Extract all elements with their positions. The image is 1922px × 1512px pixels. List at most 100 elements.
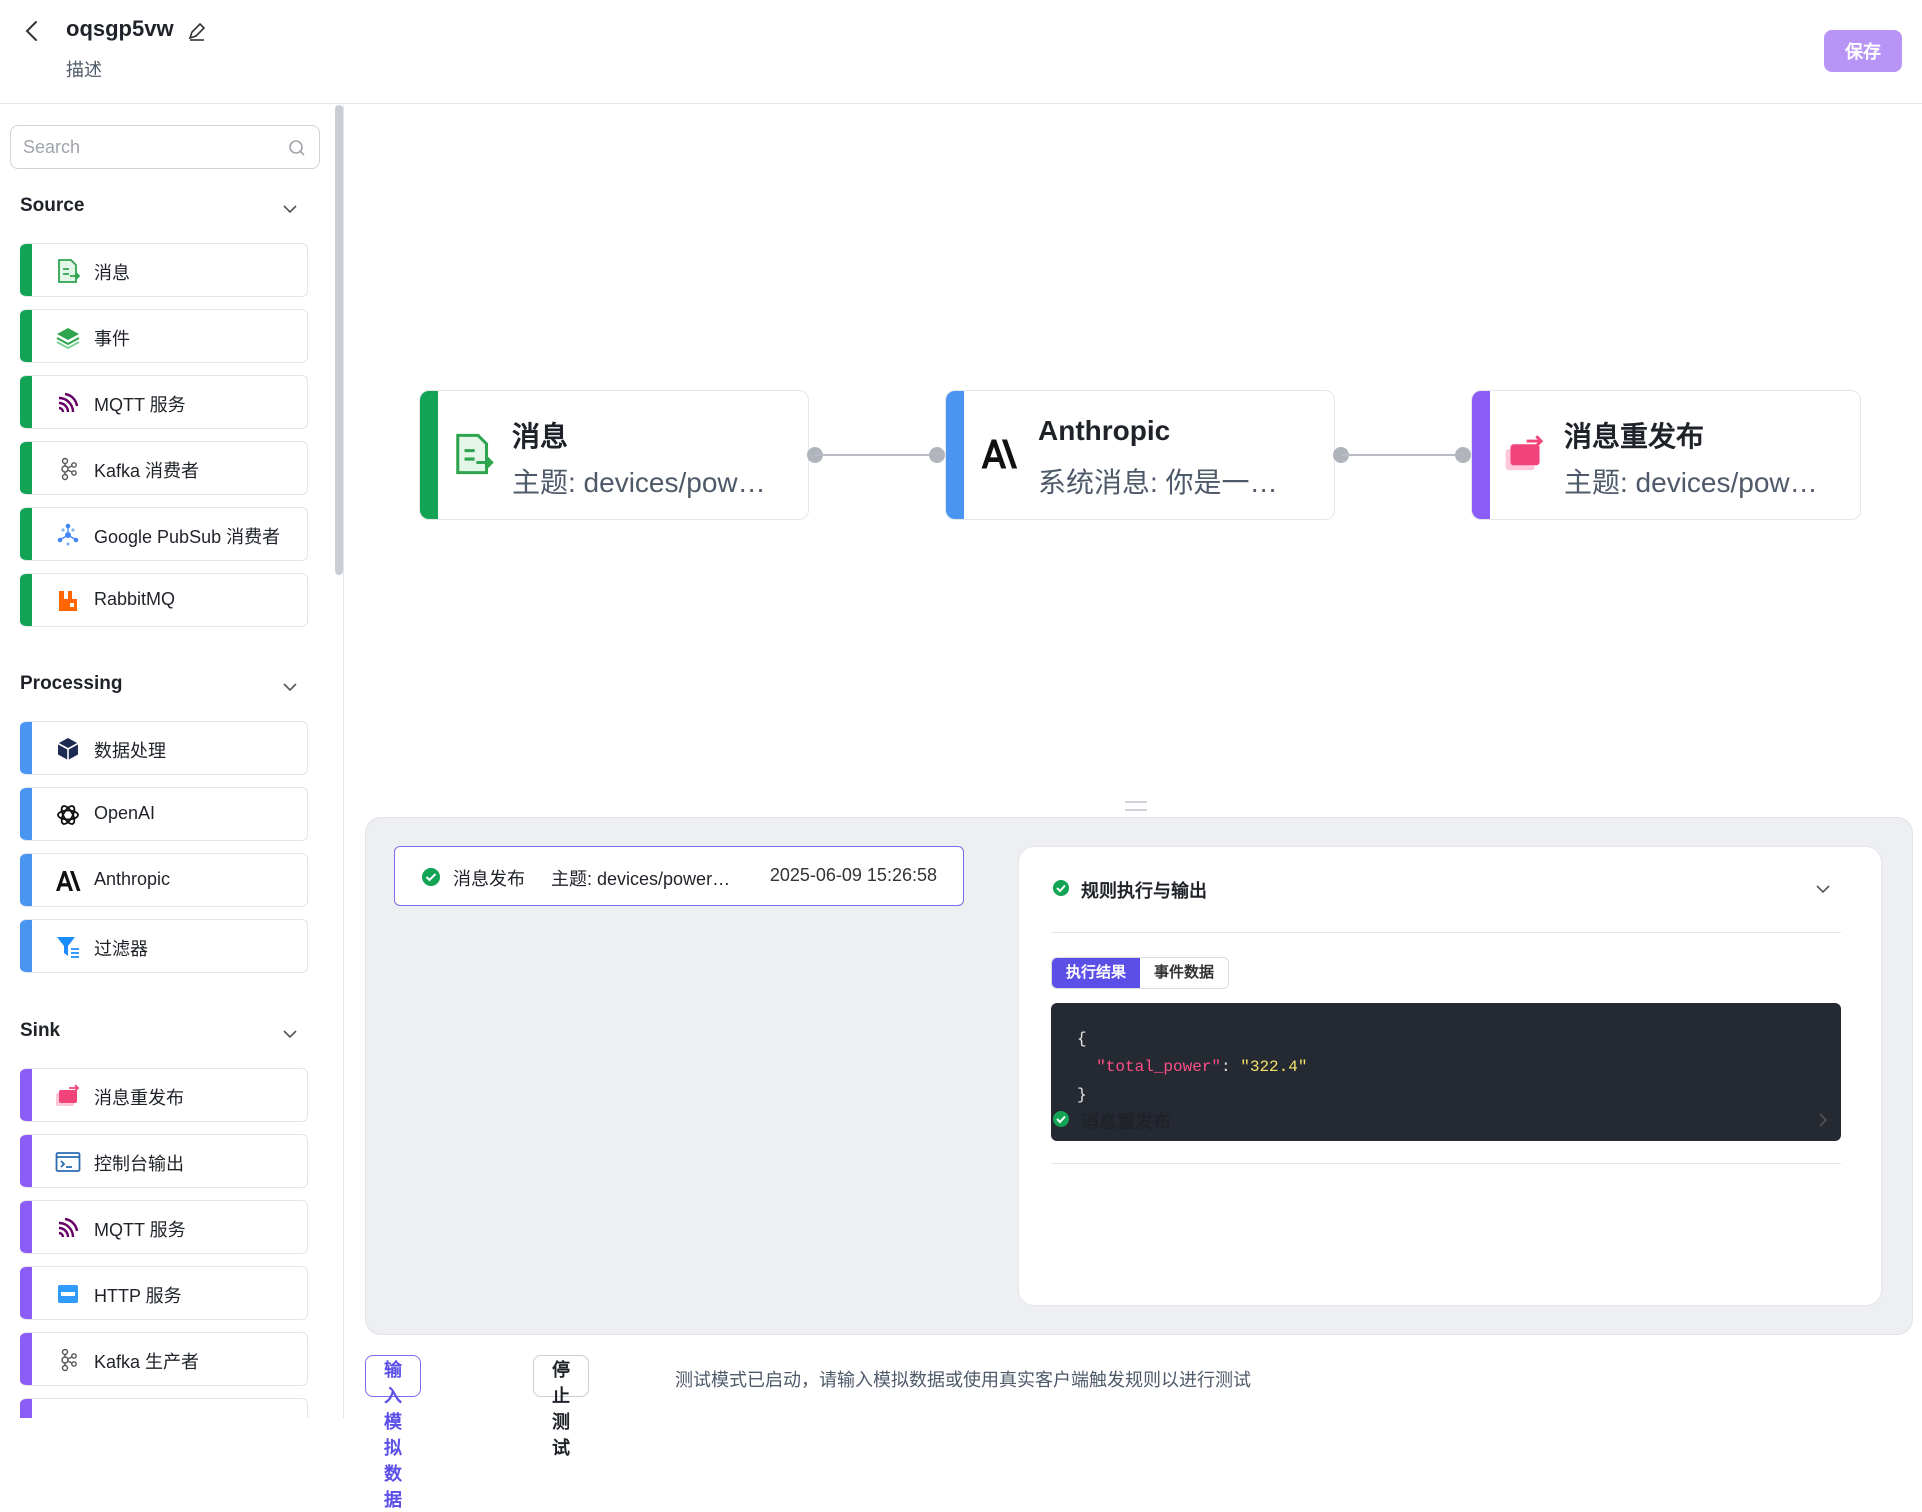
category-bar (20, 310, 32, 362)
flow-node-anthropic[interactable]: Anthropic 系统消息: 你是一个数据分析助手 (945, 390, 1335, 520)
palette-item-label: 消息重发布 (94, 1088, 184, 1108)
section-title: 规则执行与输出 (1081, 881, 1207, 901)
input-mock-data-button[interactable]: 输入模拟数据 (365, 1355, 421, 1510)
palette-item-label: 消息 (94, 263, 130, 283)
palette-item-mqtt[interactable]: MQTT 服务 (20, 375, 308, 429)
palette-item-label: HTTP 服务 (94, 1286, 182, 1306)
palette-item-google-pubsub[interactable]: Google PubSub 消费者 (20, 507, 308, 561)
node-color-bar (1472, 391, 1490, 519)
node-input-port[interactable] (929, 447, 945, 463)
page-title: oqsgp5vw (66, 16, 174, 41)
palette-item-openai[interactable]: OpenAI (20, 787, 308, 841)
page-description: 描述 (66, 60, 102, 80)
palette-item-http[interactable]: HTTP 服务 (20, 1266, 308, 1320)
section-sink-header[interactable]: Sink (20, 1020, 300, 1050)
palette-item-kafka-producer[interactable]: Kafka 生产者 (20, 1332, 308, 1386)
result-card: 规则执行与输出 执行结果 事件数据 { "total_power": "322.… (1018, 846, 1882, 1306)
sidebar-scrollbar[interactable] (335, 105, 343, 575)
palette-item-filter[interactable]: 过滤器 (20, 919, 308, 973)
save-button[interactable]: 保存 (1824, 30, 1902, 72)
node-color-bar (946, 391, 964, 519)
json-output-block: { "total_power": "322.4" } (1051, 1003, 1841, 1141)
palette-item-label: 数据处理 (94, 741, 166, 761)
palette-item-kafka-consumer[interactable]: Kafka 消费者 (20, 441, 308, 495)
console-icon (54, 1148, 82, 1176)
success-check-icon (1053, 880, 1069, 896)
section-title: Processing (20, 673, 123, 694)
anthropic-icon (54, 867, 82, 895)
palette-item-anthropic[interactable]: Anthropic (20, 853, 308, 907)
mqtt-icon (54, 389, 82, 417)
palette-item-label: 过滤器 (94, 939, 148, 959)
palette-item-rabbitmq[interactable]: RabbitMQ (20, 573, 308, 627)
republish-section[interactable]: 消息重发布 (1051, 1078, 1841, 1164)
section-source-header[interactable]: Source (20, 195, 300, 225)
category-bar (20, 1267, 32, 1319)
palette-item-label: Kafka 生产者 (94, 1352, 200, 1372)
flow-node-republish[interactable]: 消息重发布 主题: devices/power/total (1471, 390, 1861, 520)
palette-item-label: 控制台输出 (94, 1154, 184, 1174)
node-color-bar (420, 391, 438, 519)
tab-event-data[interactable]: 事件数据 (1140, 958, 1229, 988)
palette-item-message[interactable]: 消息 (20, 243, 308, 297)
palette-item-label: OpenAI (94, 803, 156, 823)
palette-item-republish[interactable]: 消息重发布 (20, 1068, 308, 1122)
palette-item-console-output[interactable]: 控制台输出 (20, 1134, 308, 1188)
section-processing-header[interactable]: Processing (20, 673, 300, 703)
filter-icon (54, 933, 82, 961)
palette-item-label: RabbitMQ (94, 589, 176, 609)
palette-item-label: MQTT 服务 (94, 395, 186, 415)
edit-pencil-icon[interactable] (186, 20, 208, 42)
test-log-item[interactable]: 消息发布 主题: devices/power/total 2025-06-09 … (394, 846, 964, 906)
category-bar (20, 788, 32, 840)
stop-test-button[interactable]: 停止测试 (533, 1355, 589, 1458)
http-icon (54, 1280, 82, 1308)
tab-execution-result[interactable]: 执行结果 (1052, 958, 1141, 988)
json-colon: : (1221, 1058, 1241, 1076)
chevron-down-icon (283, 205, 297, 214)
node-palette-sidebar: Source 消息 事件 MQTT 服务 Kafka 消费者 Google Pu… (0, 105, 344, 1418)
back-arrow-icon[interactable] (20, 18, 44, 44)
category-bar (20, 854, 32, 906)
category-bar (20, 1201, 32, 1253)
category-bar (20, 722, 32, 774)
category-bar (20, 1333, 32, 1385)
search-icon[interactable] (287, 138, 307, 158)
republish-icon (1502, 431, 1548, 477)
chevron-right-icon (1819, 1113, 1828, 1127)
result-tabs: 执行结果 事件数据 (1051, 957, 1230, 989)
chevron-down-icon (283, 683, 297, 692)
category-bar (20, 442, 32, 494)
palette-item-data-processing[interactable]: 数据处理 (20, 721, 308, 775)
flow-canvas[interactable]: 消息 主题: devices/power/total Anthropic 系统消… (345, 105, 1922, 1510)
success-check-icon (1053, 1111, 1069, 1127)
rule-execution-section[interactable]: 规则执行与输出 (1051, 847, 1841, 933)
anthropic-icon (976, 431, 1022, 477)
code-line: { (1077, 1030, 1087, 1048)
log-topic: 主题: devices/power/total (551, 869, 731, 889)
palette-item-mqtt-sink[interactable]: MQTT 服务 (20, 1200, 308, 1254)
edge-connector[interactable] (1341, 454, 1463, 456)
palette-item-event[interactable]: 事件 (20, 309, 308, 363)
mqtt-icon (54, 1214, 82, 1242)
message-doc-icon (450, 431, 496, 477)
panel-resize-handle[interactable] (1125, 801, 1147, 811)
layers-icon (54, 323, 82, 351)
palette-item-label: Kafka 消费者 (94, 461, 200, 481)
palette-item-partial[interactable] (20, 1398, 308, 1418)
palette-item-label: Anthropic (94, 869, 171, 889)
flow-node-message[interactable]: 消息 主题: devices/power/total (419, 390, 809, 520)
node-title: 消息重发布 (1564, 421, 1705, 452)
search-input[interactable] (11, 126, 319, 168)
node-subtitle: 系统消息: 你是一个数据分析助手 (1038, 467, 1298, 498)
chevron-down-icon (1816, 885, 1830, 894)
kafka-icon (54, 455, 82, 483)
node-title: Anthropic (1038, 415, 1171, 446)
openai-icon (54, 801, 82, 829)
cube-icon (54, 735, 82, 763)
success-check-icon (422, 868, 440, 886)
node-input-port[interactable] (1455, 447, 1471, 463)
palette-item-label: Google PubSub 消费者 (94, 527, 281, 547)
edge-connector[interactable] (815, 454, 937, 456)
category-bar (20, 574, 32, 626)
